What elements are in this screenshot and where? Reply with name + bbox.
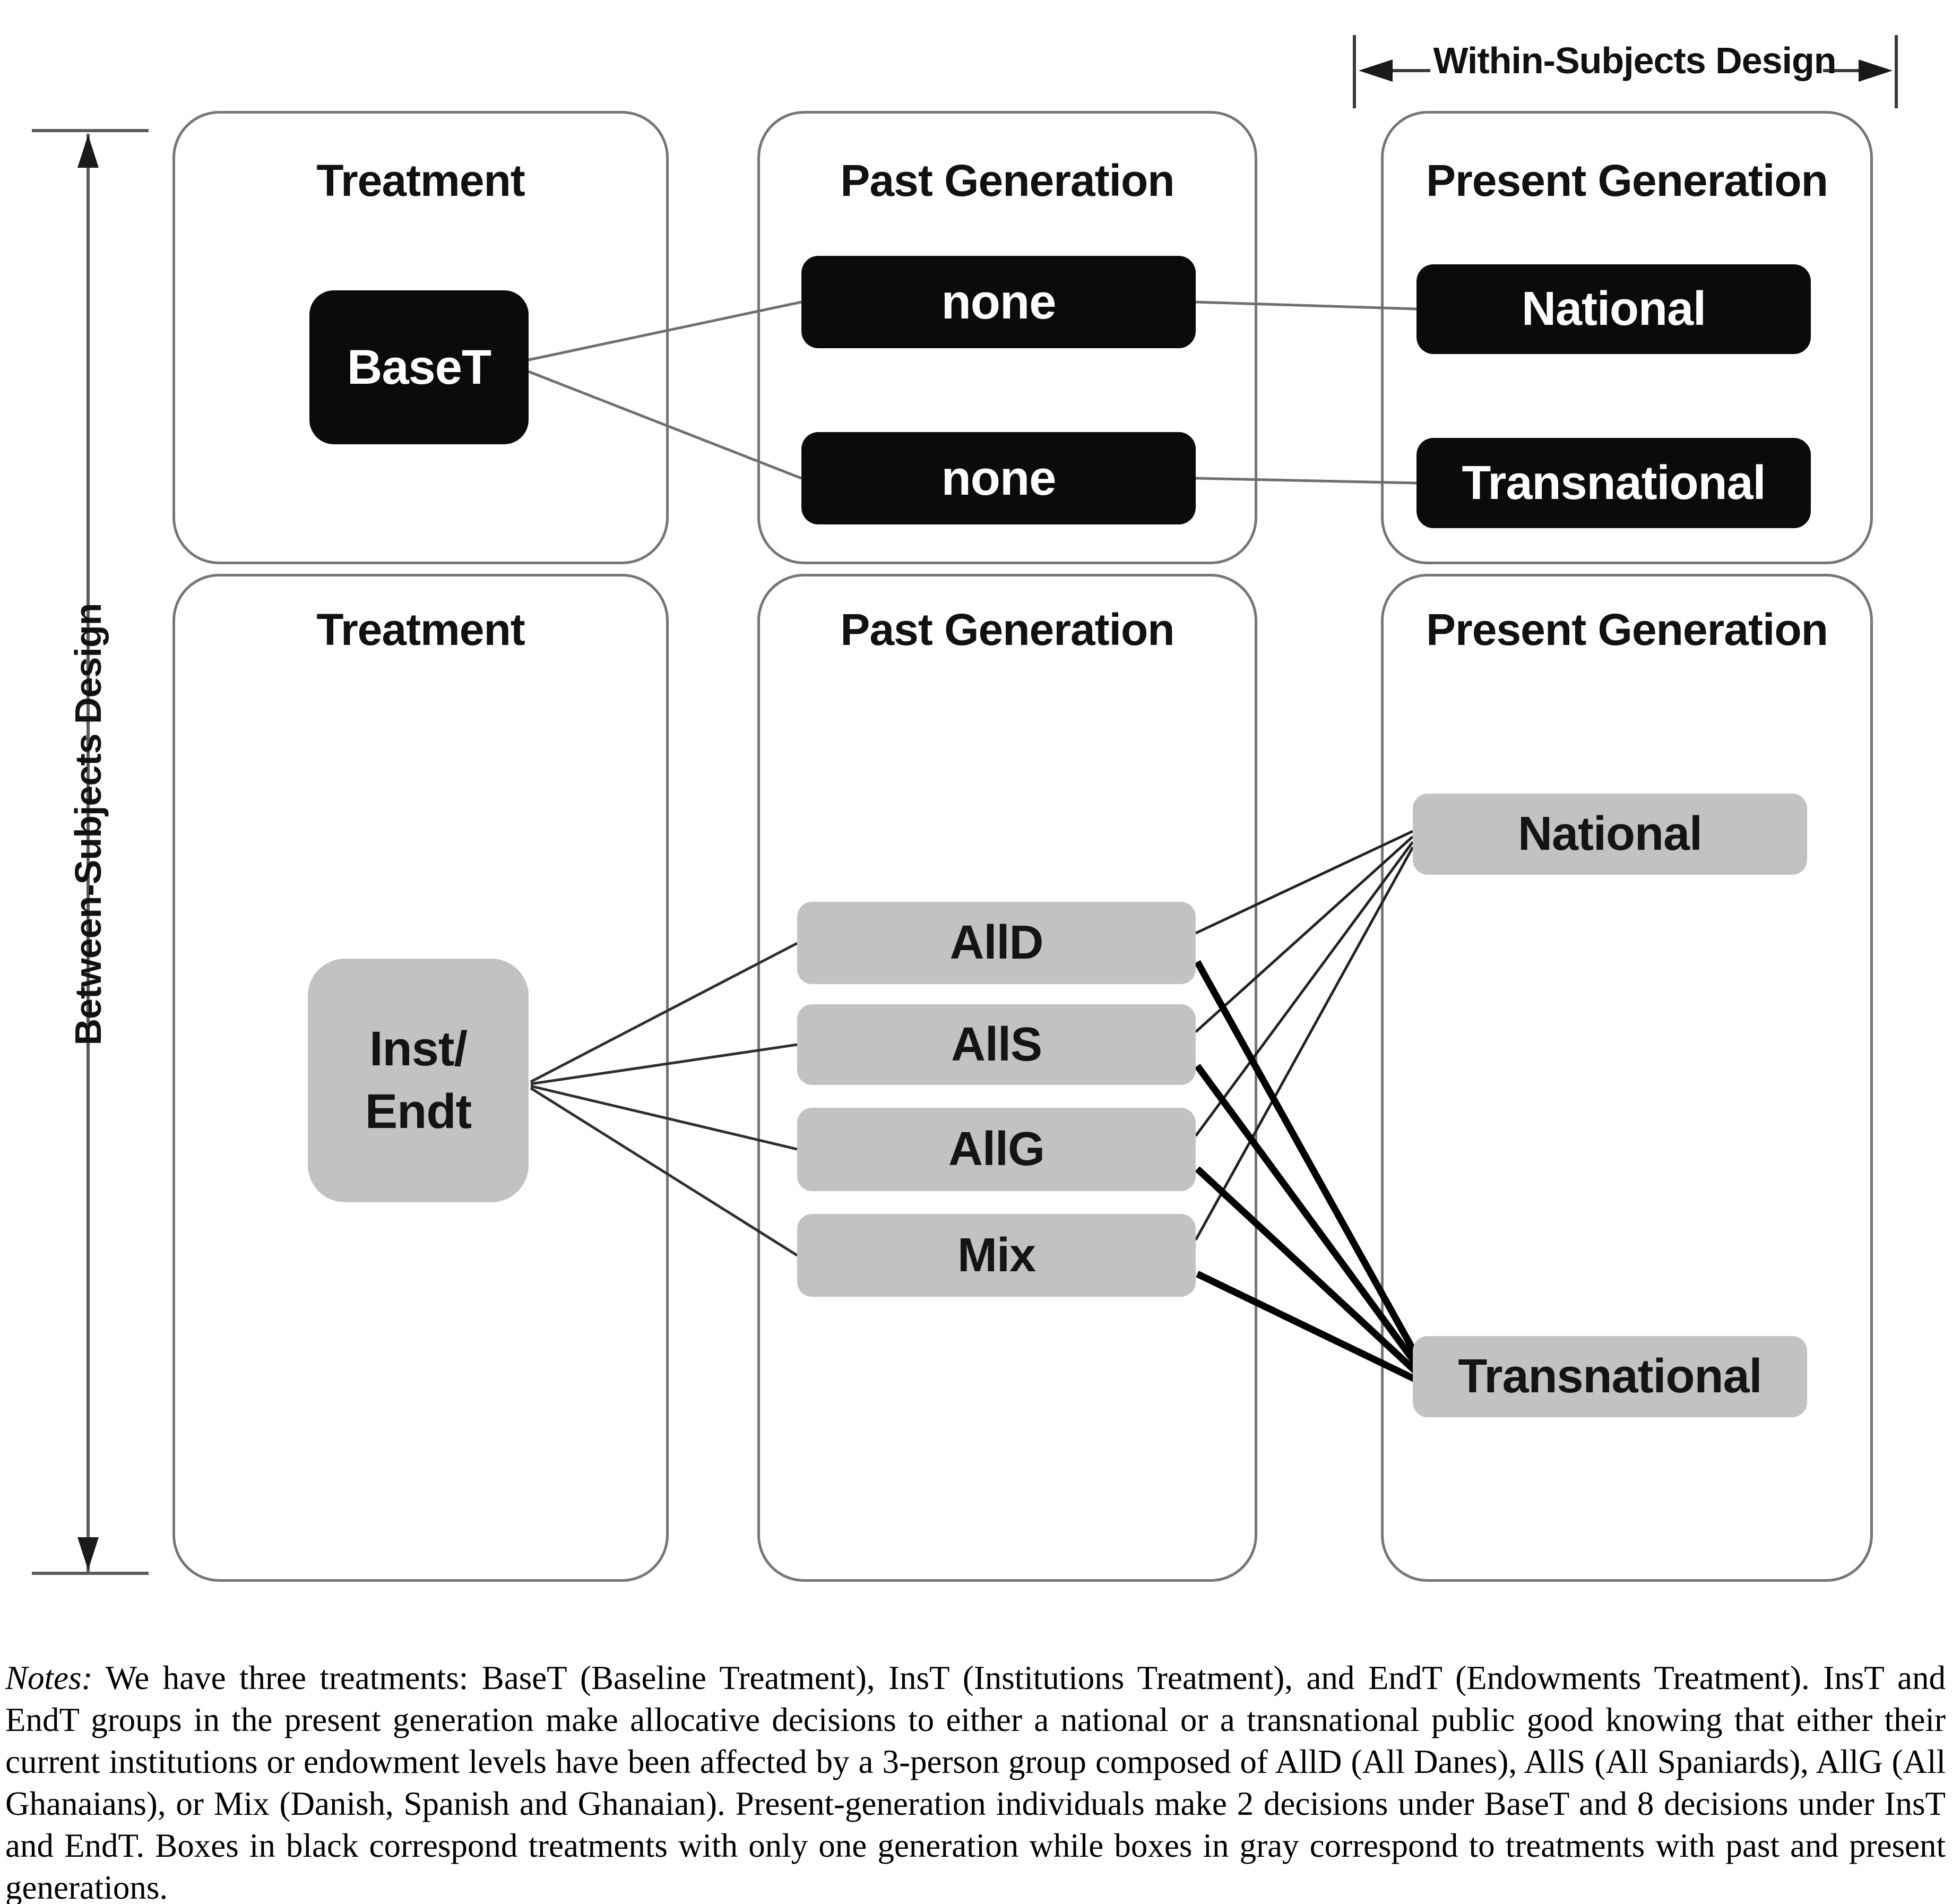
row2-national-connectors [1194, 830, 1414, 1241]
line-allg-national [1194, 841, 1414, 1137]
line-alld-transnational [1194, 960, 1420, 1359]
node-none-1: none [801, 256, 1196, 348]
line-baset-none1 [528, 300, 802, 361]
node-baset: BaseT [309, 290, 529, 444]
line-instendt-mix [530, 1087, 798, 1257]
figure-notes: Notes: We have three treatments: BaseT (… [5, 1657, 1946, 1904]
row2-instendt-connectors [530, 942, 798, 1257]
node-transnational-row1: Transnational [1417, 438, 1811, 528]
line-alls-transnational [1194, 1064, 1420, 1367]
container-treatment-row2: Treatment [172, 574, 669, 1582]
notes-text: We have three treatments: BaseT (Baselin… [5, 1659, 1946, 1904]
line-baset-none2 [528, 370, 802, 480]
node-alls: AllS [797, 1004, 1196, 1085]
line-allg-transnational [1195, 1166, 1420, 1375]
between-subjects-design-label: Between-Subjects Design [67, 603, 109, 1046]
within-arrow-right-head-icon [1859, 59, 1893, 82]
row2-transnational-connectors [1194, 960, 1420, 1383]
node-alld: AllD [797, 902, 1196, 984]
node-transnational-row2: Transnational [1413, 1336, 1807, 1417]
line-instendt-alls [530, 1043, 798, 1085]
container-present-generation-row1: Present Generation [1381, 111, 1873, 564]
within-subjects-arrow [1353, 35, 1898, 108]
node-inst-endt-line2: Endt [365, 1084, 472, 1139]
line-instendt-allg [530, 1084, 798, 1151]
node-national-row2: National [1413, 794, 1807, 875]
line-none1-national [1195, 300, 1417, 311]
between-arrow-up-head-icon [77, 135, 99, 168]
node-inst-endt: Inst/ Endt [308, 959, 529, 1202]
line-alls-national [1195, 835, 1414, 1033]
between-subjects-arrow [32, 129, 149, 1575]
title-treatment-row1: Treatment [316, 156, 525, 205]
line-instendt-alld [530, 942, 798, 1083]
node-inst-endt-line1: Inst/ [369, 1021, 468, 1076]
line-mix-transnational [1196, 1271, 1419, 1383]
line-none2-transnational [1195, 477, 1417, 485]
node-national-row1: National [1417, 264, 1811, 354]
row1-connectors [528, 300, 1417, 485]
title-past-generation-row1: Past Generation [840, 156, 1174, 205]
between-arrow-down-head-icon [77, 1537, 99, 1570]
line-alld-national [1195, 830, 1414, 935]
container-past-generation-row1: Past Generation [757, 111, 1257, 564]
container-present-generation-row2: Present Generation [1381, 574, 1873, 1582]
container-treatment-row1: Treatment [172, 111, 669, 564]
within-arrow-left-head-icon [1359, 59, 1393, 82]
node-none-2: none [801, 432, 1196, 524]
line-mix-national [1194, 846, 1414, 1241]
notes-label: Notes: [5, 1659, 93, 1696]
title-treatment-row2: Treatment [316, 605, 525, 654]
node-mix: Mix [797, 1214, 1196, 1297]
container-past-generation-row2: Past Generation [757, 574, 1257, 1582]
title-present-generation-row2: Present Generation [1426, 605, 1828, 654]
title-present-generation-row1: Present Generation [1426, 156, 1828, 205]
node-allg: AllG [797, 1108, 1196, 1191]
within-subjects-design-label: Within-Subjects Design [1433, 40, 1836, 81]
title-past-generation-row2: Past Generation [840, 605, 1174, 654]
